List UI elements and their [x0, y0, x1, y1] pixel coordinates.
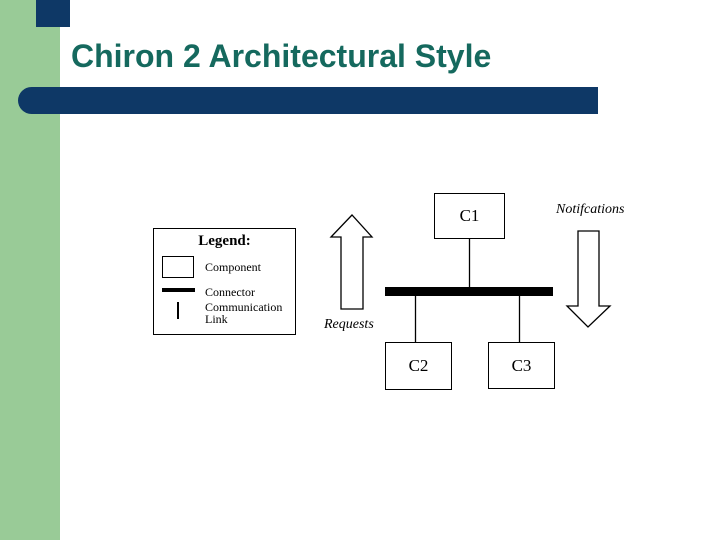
requests-up-arrow-icon — [329, 214, 374, 310]
legend-title: Legend: — [198, 233, 251, 249]
legend-item-connector: Connector — [205, 285, 255, 299]
legend-item-component: Component — [205, 260, 261, 274]
corner-accent-square — [36, 0, 70, 27]
component-swatch-icon — [162, 256, 194, 278]
component-label-c1: C1 — [459, 206, 480, 225]
connector-swatch-icon — [162, 288, 195, 292]
slide-title: Chiron 2 Architectural Style — [71, 38, 492, 74]
legend-item-communication-link: Communication Link — [205, 300, 283, 326]
bus-connector-bar — [385, 287, 553, 296]
notifications-down-arrow-icon — [565, 230, 612, 328]
legend-box: Legend: Component Connector Communicatio… — [153, 228, 296, 335]
requests-annotation: Requests — [324, 317, 374, 332]
component-box-c3: C3 — [488, 342, 555, 389]
component-box-c1: C1 — [434, 193, 505, 239]
component-label-c3: C3 — [511, 355, 532, 375]
title-underline-bar — [18, 87, 598, 114]
component-box-c2: C2 — [385, 342, 452, 390]
communication-link-swatch-icon — [177, 302, 179, 319]
component-label-c2: C2 — [408, 356, 429, 375]
notifications-annotation: Notifcations — [556, 202, 625, 217]
